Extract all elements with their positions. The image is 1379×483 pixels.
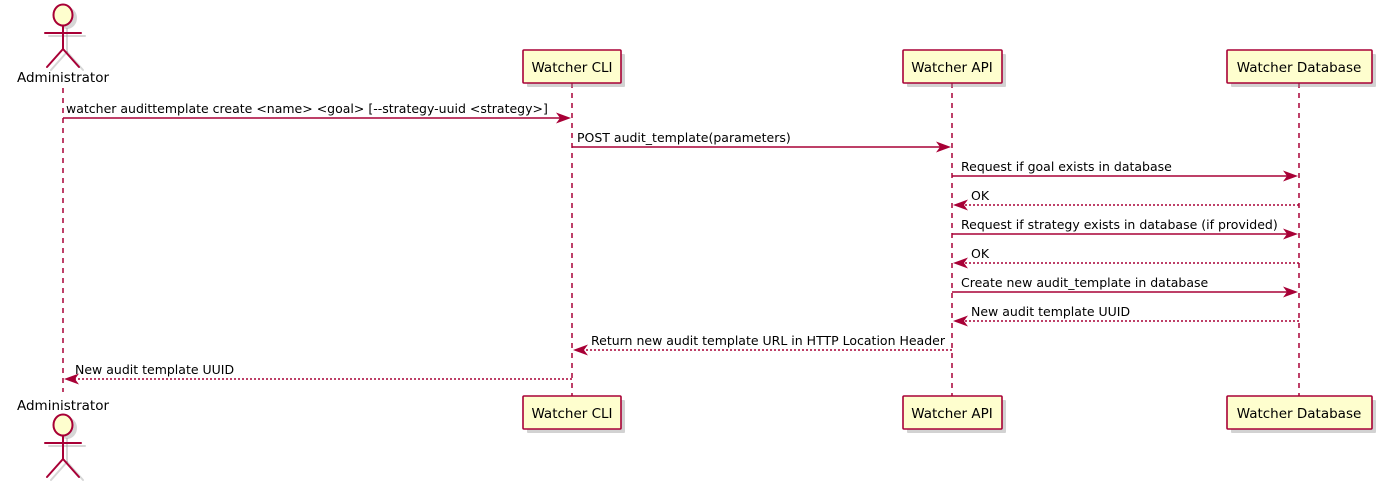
message-5[interactable]: OK — [953, 246, 1299, 269]
actor-administrator-bottom[interactable]: Administrator — [17, 398, 109, 481]
arrow-head-left — [953, 199, 968, 211]
actor-label-administrator-top: Administrator — [17, 70, 109, 86]
message-7[interactable]: New audit template UUID — [953, 304, 1299, 327]
participant-box-rect — [1226, 395, 1373, 430]
message-label: OK — [971, 188, 990, 203]
actor-right-leg-icon — [62, 48, 80, 68]
participant-box-rect — [902, 395, 1003, 430]
arrow-head-right — [1283, 228, 1298, 240]
actor-administrator-top[interactable]: Administrator — [17, 3, 109, 87]
actor-label-administrator-bottom: Administrator — [17, 398, 109, 414]
actor-left-leg-icon — [46, 48, 64, 68]
message-1[interactable]: POST audit_template(parameters) — [572, 130, 951, 153]
participant-label-watcher-api-top: Watcher API — [911, 60, 993, 76]
message-label: Create new audit_template in database — [961, 275, 1208, 290]
participant-label-watcher-database-bottom: Watcher Database — [1237, 406, 1362, 422]
participant-label-watcher-database-top: Watcher Database — [1237, 60, 1362, 76]
message-3[interactable]: OK — [953, 188, 1299, 211]
actor-right-leg-icon — [62, 458, 80, 478]
message-8[interactable]: Return new audit template URL in HTTP Lo… — [573, 333, 952, 356]
arrow-head-left — [573, 344, 588, 356]
participant-box-watcher-api-bottom[interactable]: Watcher API — [902, 395, 1006, 433]
message-label: Request if goal exists in database — [961, 159, 1172, 174]
participant-label-watcher-cli-top: Watcher CLI — [531, 60, 612, 76]
message-2[interactable]: Request if goal exists in database — [952, 159, 1298, 182]
arrow-head-left — [953, 257, 968, 269]
actor-head-icon — [52, 3, 74, 27]
participant-label-watcher-cli-bottom: Watcher CLI — [531, 406, 612, 422]
arrow-head-right — [1283, 286, 1298, 298]
lifelines — [62, 83, 1300, 396]
participant-label-watcher-api-bottom: Watcher API — [911, 406, 993, 422]
participant-box-rect — [1226, 49, 1373, 84]
message-label: OK — [971, 246, 990, 261]
participant-box-rect — [522, 395, 622, 430]
message-4[interactable]: Request if strategy exists in database (… — [952, 217, 1298, 240]
message-label: Request if strategy exists in database (… — [961, 217, 1278, 232]
message-label: New audit template UUID — [971, 304, 1130, 319]
participant-box-watcher-api-top[interactable]: Watcher API — [902, 49, 1006, 87]
message-9[interactable]: New audit template UUID — [64, 362, 572, 385]
message-label: New audit template UUID — [75, 362, 234, 377]
participant-box-watcher-database-bottom[interactable]: Watcher Database — [1226, 395, 1376, 433]
arrow-head-left — [64, 373, 79, 385]
arrow-head-left — [953, 315, 968, 327]
message-6[interactable]: Create new audit_template in database — [952, 275, 1298, 298]
arrow-head-right — [936, 141, 951, 153]
participant-box-watcher-database-top[interactable]: Watcher Database — [1226, 49, 1376, 87]
actor-head-icon — [52, 413, 74, 437]
message-label: POST audit_template(parameters) — [577, 130, 791, 145]
arrow-head-right — [1283, 170, 1298, 182]
message-label: watcher audittemplate create <name> <goa… — [66, 101, 548, 116]
participant-box-rect — [522, 49, 622, 84]
message-0[interactable]: watcher audittemplate create <name> <goa… — [63, 101, 571, 124]
arrow-head-right — [556, 112, 571, 124]
participant-box-watcher-cli-bottom[interactable]: Watcher CLI — [522, 395, 625, 433]
message-label: Return new audit template URL in HTTP Lo… — [591, 333, 946, 348]
actor-left-leg-icon — [46, 458, 64, 478]
participant-box-watcher-cli-top[interactable]: Watcher CLI — [522, 49, 625, 87]
participant-box-rect — [902, 49, 1003, 84]
